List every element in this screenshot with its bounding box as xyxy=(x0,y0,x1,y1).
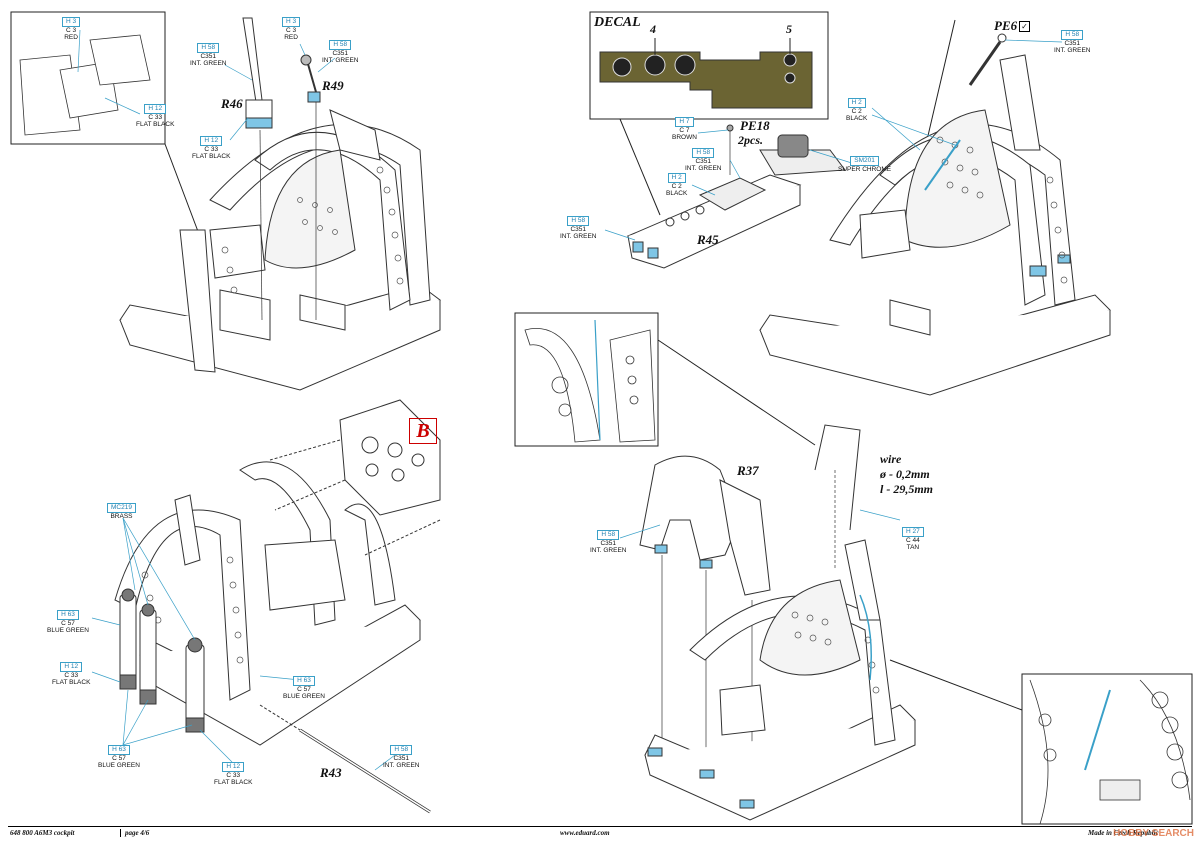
part-r43 xyxy=(259,704,431,814)
label-r43: R43 xyxy=(320,765,342,780)
watermark-logo: HOBBY SEARCH xyxy=(1113,828,1194,839)
label-pe6: PE6 xyxy=(994,18,1018,33)
decal-title: DECAL xyxy=(594,15,641,30)
checkmark-icon: ✓ xyxy=(1019,21,1030,32)
detail-inset-top-left xyxy=(10,11,166,145)
wire-diameter: ø - 0,2mm xyxy=(880,467,930,481)
cockpit-assembly-4 xyxy=(644,539,916,821)
decal-artwork xyxy=(599,38,813,109)
wire-part xyxy=(619,424,901,681)
subassembly-b-marker: B xyxy=(409,418,437,444)
cockpit-assembly-3 xyxy=(114,461,421,746)
label-pe18: PE18 xyxy=(740,118,770,133)
wire-length: l - 29,5mm xyxy=(880,482,933,496)
part-pe6 xyxy=(924,33,1007,191)
part-r37 xyxy=(639,455,771,800)
label-r37: R37 xyxy=(737,463,759,478)
decal-number-5: 5 xyxy=(786,22,792,36)
decal-box xyxy=(589,11,829,120)
oxygen-bottles xyxy=(119,588,205,733)
label-pe18-qty: 2pcs. xyxy=(738,133,763,147)
part-r45 xyxy=(626,124,846,269)
instrument-panel-b xyxy=(269,399,441,556)
label-r46: R46 xyxy=(221,96,243,111)
footer-page: page 4/6 xyxy=(120,829,149,837)
footer-site: www.eduard.com xyxy=(560,829,610,837)
decal-number-4: 4 xyxy=(650,22,656,36)
cockpit-assembly-2 xyxy=(759,54,1111,396)
footer-made: Made in Czech Republic xyxy=(1088,829,1159,837)
footer-code: 648 800 A6M3 cockpit xyxy=(10,829,75,837)
detail-inset-bottom-right xyxy=(1021,673,1193,825)
wire-spec: wire ø - 0,2mm l - 29,5mm xyxy=(880,452,933,497)
cockpit-assembly-1 xyxy=(119,109,442,391)
label-r45: R45 xyxy=(697,232,719,247)
label-r49: R49 xyxy=(322,78,344,93)
part-r49 xyxy=(300,54,321,320)
wire-label: wire xyxy=(880,452,902,466)
part-r46 xyxy=(242,17,273,321)
footer: 648 800 A6M3 cockpit page 4/6 www.eduard… xyxy=(8,826,1192,841)
detail-inset-middle xyxy=(514,312,659,447)
